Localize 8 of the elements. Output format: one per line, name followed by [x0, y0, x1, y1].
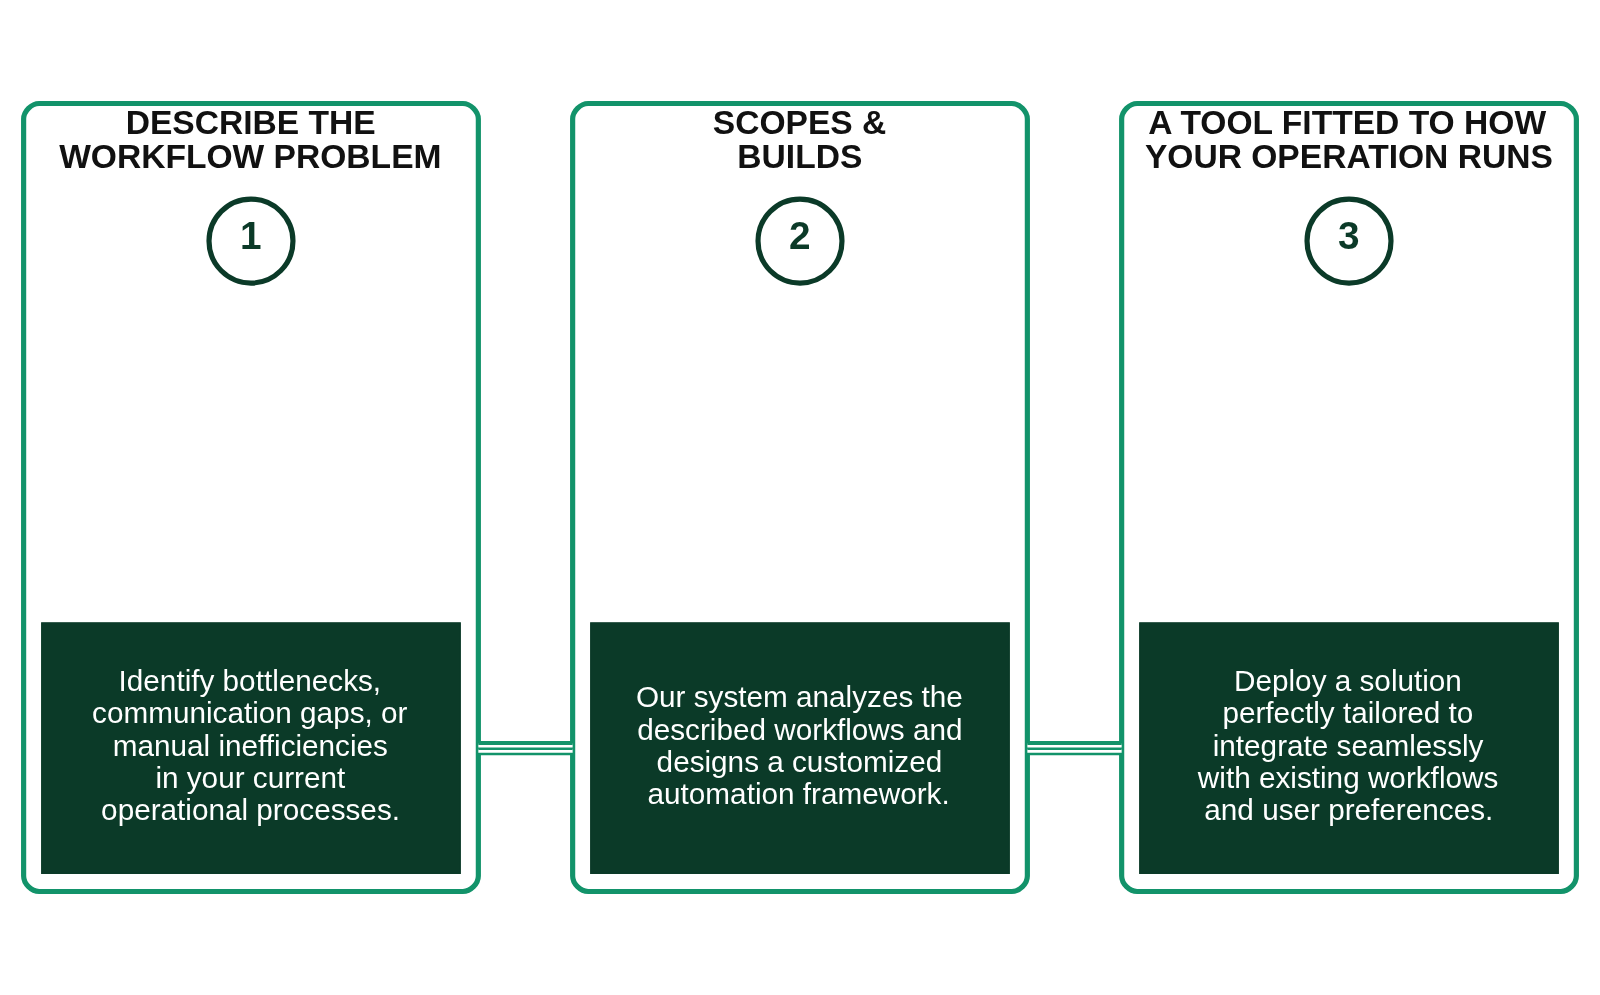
node-box: Identify bottlenecks, communication gaps, or manual inefficiencies in your current operational processes.	[41, 622, 461, 875]
connector	[1027, 741, 1122, 756]
node-box: Deploy a solution perfectly tailored to integrate seamlessly with existing workflows and user preferences.	[1139, 622, 1559, 875]
node-circle: 1	[206, 196, 296, 286]
node-circle: 3	[1304, 196, 1394, 286]
node-box: Our system analyzes the described workflows and designs a customized automation framework.	[590, 622, 1010, 875]
node-circle: 2	[755, 196, 845, 286]
connector	[478, 741, 573, 756]
